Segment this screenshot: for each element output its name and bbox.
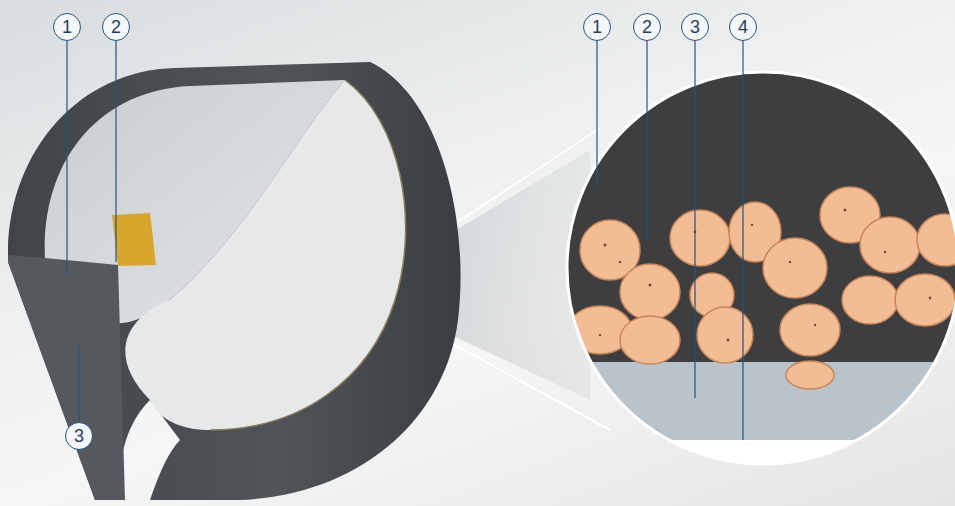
callout-circle: 3: [65, 422, 93, 450]
steel-section: [8, 255, 125, 500]
callout-circle: 2: [633, 13, 661, 41]
micro-section: [560, 60, 955, 480]
callout-circle: 1: [583, 13, 611, 41]
callout-number: 1: [592, 18, 602, 36]
callout-number: 3: [74, 427, 84, 445]
callout-circle: 3: [681, 13, 709, 41]
callout-number: 2: [111, 18, 121, 36]
bore-opening: [125, 80, 405, 430]
callout-circle: 2: [102, 13, 130, 41]
magnifier-rim: [567, 72, 955, 464]
callout-circle: 1: [53, 13, 81, 41]
callout-number: 1: [62, 18, 72, 36]
bore-edge: [210, 80, 406, 430]
callout-number: 4: [738, 18, 748, 36]
leader-lines: [67, 41, 743, 440]
callout-circle: 4: [729, 13, 757, 41]
callout-number: 3: [690, 18, 700, 36]
bearing-backing: [8, 62, 461, 500]
callout-number: 2: [642, 18, 652, 36]
bronze-layer: [112, 213, 156, 266]
